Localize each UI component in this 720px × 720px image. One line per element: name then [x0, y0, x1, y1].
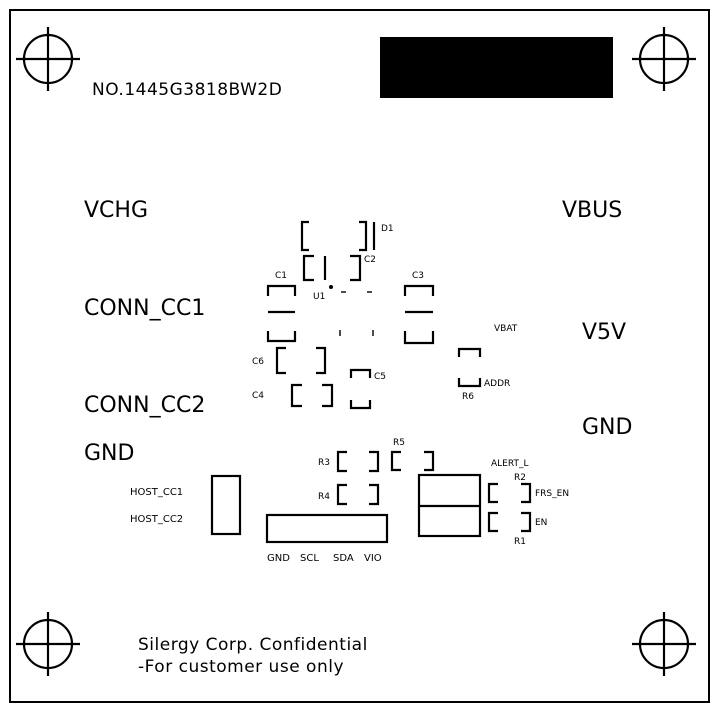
label-gnd-right: GND [582, 415, 632, 440]
label-u1: U1 [313, 292, 325, 302]
label-r5: R5 [393, 438, 405, 448]
header-pin-gnd: GND [267, 553, 290, 564]
c6-footprint [275, 346, 327, 375]
d1-footprint [300, 220, 376, 252]
r2-footprint [487, 482, 532, 504]
c2-footprint [302, 254, 362, 282]
label-c1: C1 [275, 271, 287, 281]
board-outline [9, 9, 710, 703]
label-vbat: VBAT [494, 324, 518, 334]
label-block [380, 37, 613, 98]
c5-footprint [349, 368, 372, 410]
label-gnd-left: GND [84, 441, 134, 466]
label-v5v: V5V [582, 320, 626, 345]
label-c6: C6 [252, 357, 264, 367]
label-alert-l: ALERT_L [491, 459, 528, 469]
mounting-hole-top-left [16, 27, 80, 91]
mounting-hole-bottom-left [16, 612, 80, 676]
label-r2: R2 [514, 473, 526, 483]
confidential-line-1: Silergy Corp. Confidential [138, 635, 368, 655]
label-d1: D1 [381, 224, 394, 234]
label-host-cc1: HOST_CC1 [130, 487, 183, 498]
r1-footprint [487, 511, 532, 533]
i2c-header [265, 513, 389, 544]
r5-footprint [390, 450, 435, 472]
header-pin-sda: SDA [333, 553, 354, 564]
label-r1: R1 [514, 537, 526, 547]
r3-footprint [336, 450, 380, 473]
c4-footprint [290, 383, 334, 408]
mounting-hole-bottom-right [632, 612, 696, 676]
label-c4: C4 [252, 391, 264, 401]
r4-footprint [336, 483, 380, 506]
label-en: EN [535, 518, 547, 528]
label-r6: R6 [462, 392, 474, 402]
u1-footprint [329, 285, 374, 336]
r6-footprint [457, 347, 482, 388]
header-pin-scl: SCL [300, 553, 319, 564]
label-c3: C3 [412, 271, 424, 281]
label-r3: R3 [318, 458, 330, 468]
part-number: NO.1445G3818BW2D [92, 80, 282, 100]
label-c5: C5 [374, 372, 386, 382]
label-vbus: VBUS [562, 198, 622, 223]
label-conn-cc1: CONN_CC1 [84, 296, 205, 321]
label-conn-cc2: CONN_CC2 [84, 393, 205, 418]
c1-footprint [266, 284, 297, 343]
twin-pad-footprint [417, 473, 482, 538]
c3-footprint [403, 284, 435, 345]
label-addr: ADDR [484, 379, 510, 389]
label-frs-en: FRS_EN [535, 489, 569, 499]
label-vchg: VCHG [84, 198, 148, 223]
label-c2: C2 [364, 255, 376, 265]
label-host-cc2: HOST_CC2 [130, 514, 183, 525]
host-cc-connector [210, 474, 242, 536]
mounting-hole-top-right [632, 27, 696, 91]
confidential-line-2: -For customer use only [138, 657, 344, 677]
header-pin-vio: VIO [364, 553, 382, 564]
label-r4: R4 [318, 492, 330, 502]
